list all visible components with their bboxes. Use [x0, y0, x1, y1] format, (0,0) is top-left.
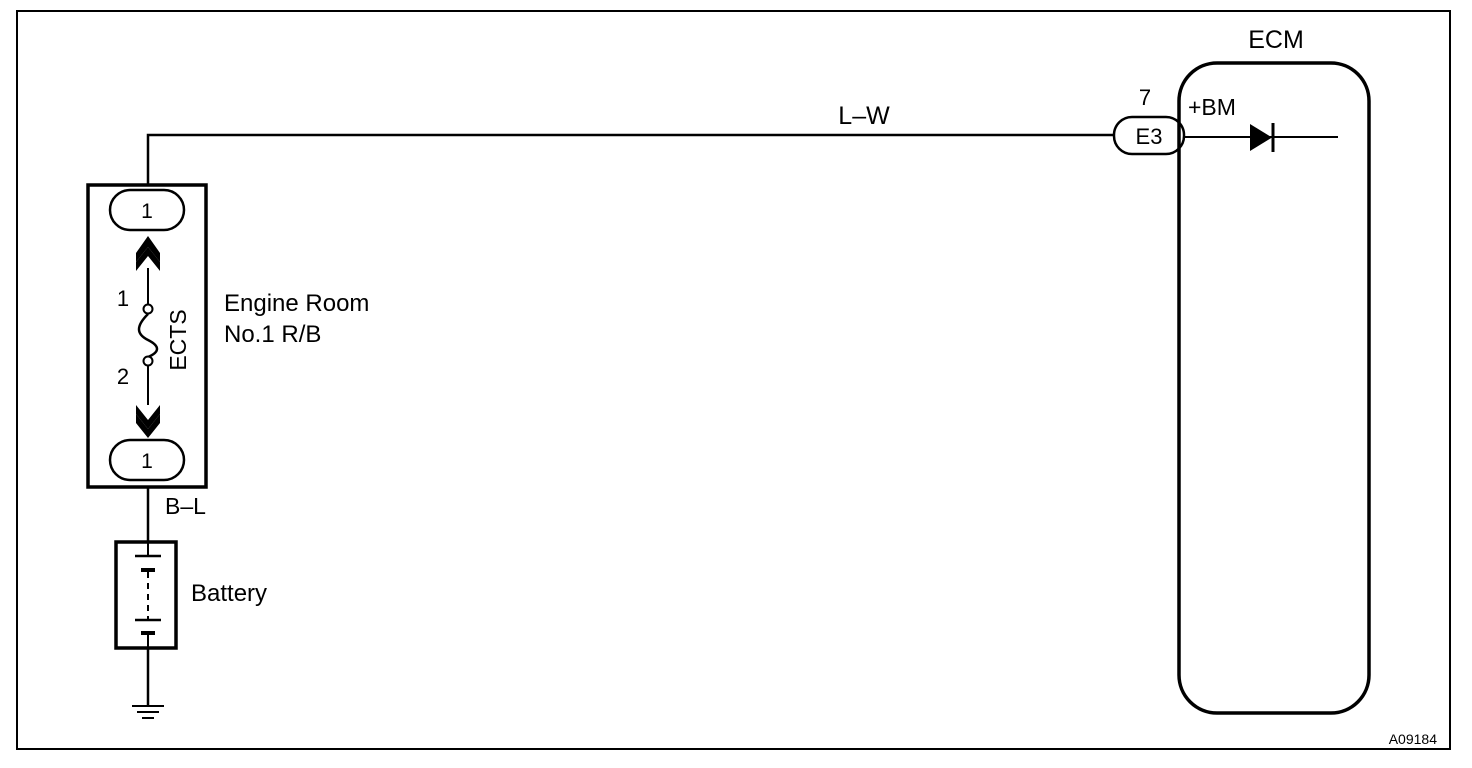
relay-bottom-connector-pin: 1 — [141, 450, 153, 473]
relay-top-connector — [108, 188, 186, 232]
wire-l-w-label: L–W — [838, 102, 890, 130]
upper-chevron-icon — [136, 236, 160, 271]
wire-b-l-label: B–L — [165, 493, 206, 519]
connector-e3 — [1112, 115, 1186, 156]
diagram-frame — [16, 10, 1451, 750]
battery-icon — [135, 542, 161, 648]
diode-icon — [1250, 124, 1272, 151]
fuse-icon — [137, 313, 159, 359]
connector-e3-pin: 7 — [1139, 85, 1151, 110]
figure-code: A09184 — [1389, 731, 1437, 747]
wire-l-w — [146, 133, 1116, 185]
battery-label: Battery — [191, 580, 267, 607]
relay-bottom-connector — [108, 438, 186, 482]
lower-chevron-icon — [136, 405, 160, 438]
ecm-label: ECM — [1248, 26, 1304, 54]
relay-block-name-line1: Engine Room — [224, 290, 369, 317]
relay-block-name-line2: No.1 R/B — [224, 321, 321, 348]
ecm-terminal-bm: +BM — [1188, 94, 1236, 120]
fuse-name: ECTS — [165, 309, 191, 370]
fuse-terminal-lower — [142, 355, 154, 367]
ground-icon — [132, 705, 164, 719]
fuse-terminal-upper — [142, 303, 154, 315]
ecm-box — [1177, 61, 1371, 715]
relay-top-connector-pin: 1 — [141, 200, 153, 223]
fuse-pin-lower: 2 — [117, 364, 129, 389]
connector-e3-label: E3 — [1136, 124, 1163, 149]
battery-box — [114, 540, 178, 650]
fuse-pin-upper: 1 — [117, 286, 129, 311]
